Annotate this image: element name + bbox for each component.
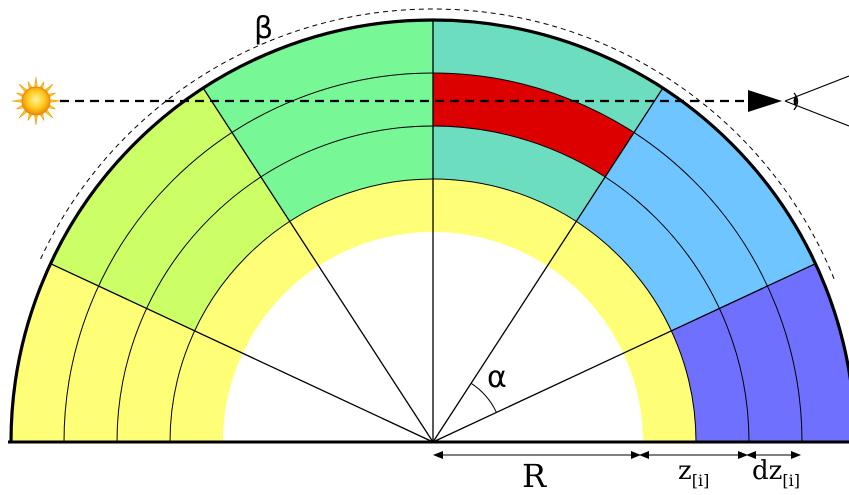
atmosphere-cells — [11, 20, 849, 442]
layer-thickness-label: dz[i] — [752, 456, 800, 490]
cell-sector-6-ring-4 — [719, 286, 802, 442]
cell-sector-5-ring-3 — [576, 176, 720, 331]
sun-ray — [27, 113, 32, 121]
cell-sector-4-ring-2 — [433, 179, 577, 266]
cell-sector-2-ring-2 — [194, 221, 319, 354]
cell-sector-1-ring-2 — [170, 330, 243, 442]
sun-ray — [27, 81, 32, 89]
cell-sector-2-ring-5 — [50, 88, 233, 287]
cell-sector-5-ring-5 — [633, 88, 816, 287]
layer-thickness-subscript: [i] — [782, 471, 800, 490]
cell-sector-1-ring-4 — [64, 286, 147, 442]
layer-thickness-base: dz — [752, 456, 782, 486]
sun-ray — [16, 92, 24, 97]
sector-ray-1 — [50, 263, 434, 443]
sun-ray — [40, 113, 45, 121]
outer-dashed-boundary — [40, 8, 835, 280]
atmosphere-top-boundary — [9, 18, 849, 443]
cell-sector-4-ring-5 — [433, 20, 663, 133]
cell-sector-5-ring-1 — [433, 265, 624, 442]
sun-ray — [40, 81, 45, 89]
altitude-subscript: [i] — [692, 471, 710, 490]
beta-label: β — [254, 11, 273, 46]
sun-ray — [11, 99, 22, 103]
sun-ray — [48, 92, 56, 97]
cell-sector-2-ring-3 — [146, 176, 290, 331]
cell-sector-6-ring-5 — [767, 263, 849, 442]
cell-sector-2-ring-4 — [98, 132, 261, 309]
cell-sector-3-ring-3 — [260, 126, 433, 222]
sun-ray — [34, 76, 38, 87]
cell-sector-6-ring-3 — [671, 308, 749, 442]
cell-sector-2-ring-1 — [242, 265, 433, 442]
cell-sector-6-ring-1 — [433, 353, 643, 442]
sector-ray-2 — [202, 87, 434, 443]
altitude-label: z[i] — [678, 456, 709, 490]
cell-sector-3-ring-2 — [289, 179, 433, 266]
cell-sector-4-ring-4 — [433, 73, 634, 177]
sun-ray — [18, 83, 27, 92]
sun-ray — [45, 83, 54, 92]
sun-ray — [48, 105, 56, 110]
altitude-base: z — [678, 456, 692, 486]
cell-sector-5-ring-4 — [605, 132, 768, 309]
sun-ray — [45, 110, 54, 119]
alpha-label: α — [487, 360, 507, 395]
cell-sector-4-ring-1 — [433, 232, 548, 442]
cell-sector-3-ring-4 — [232, 73, 433, 177]
sun-ray — [50, 99, 61, 103]
radius-label: R — [522, 457, 547, 495]
cell-sector-3-ring-1 — [318, 232, 433, 442]
cell-sector-6-ring-2 — [623, 330, 696, 442]
alpha-angle-arc — [470, 382, 497, 413]
light-path-arrowhead — [748, 90, 782, 112]
sun-ray — [34, 115, 38, 126]
cell-sector-1-ring-1 — [223, 353, 433, 442]
sun-ray — [16, 105, 24, 110]
cell-sector-1-ring-3 — [117, 308, 195, 442]
cell-sector-3-ring-5 — [203, 20, 433, 133]
cell-sector-4-ring-3 — [433, 126, 606, 222]
eye-icon — [784, 75, 849, 127]
cell-sector-5-ring-2 — [547, 221, 672, 354]
sun-ray — [18, 110, 27, 119]
sun-icon — [11, 76, 61, 126]
